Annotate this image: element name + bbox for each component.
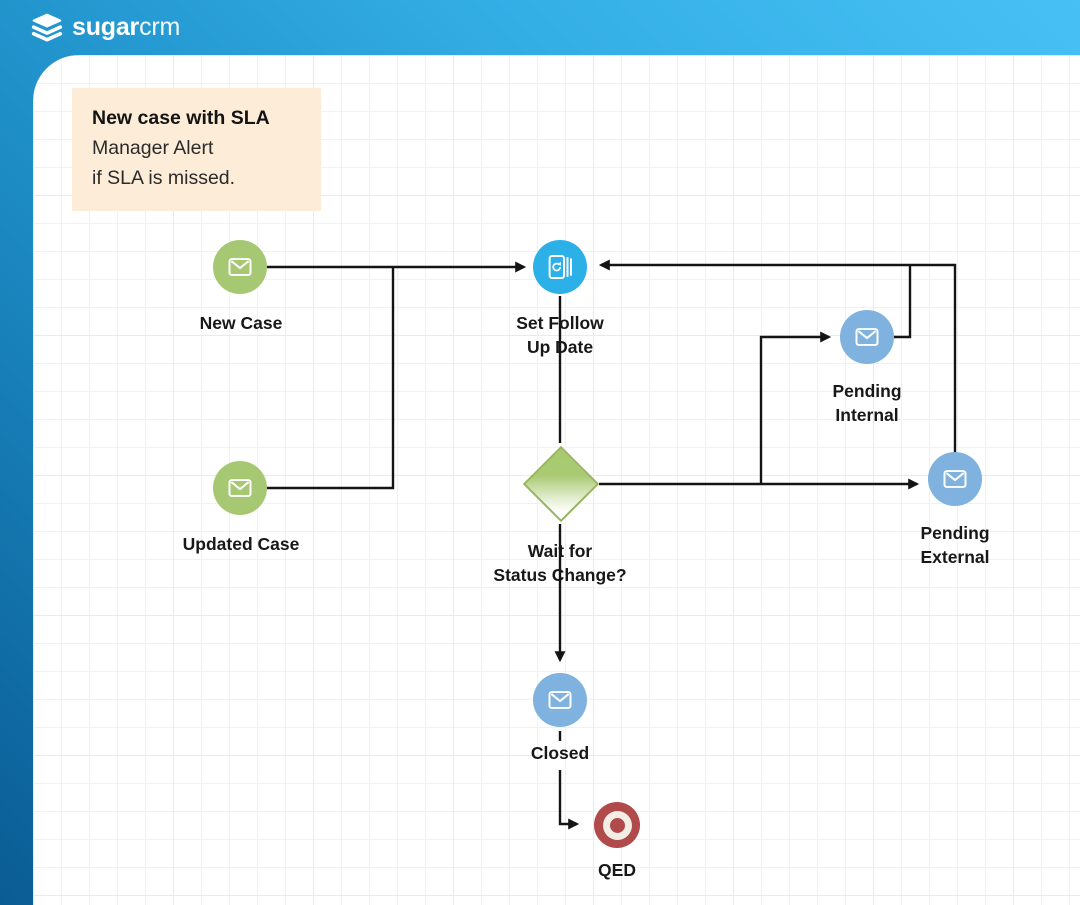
flow-connectors	[267, 259, 957, 830]
envelope-icon	[548, 691, 572, 709]
top-bar: sugarcrm	[0, 0, 1080, 55]
node-pending-internal[interactable]	[840, 310, 894, 364]
label-updated-case: Updated Case	[182, 534, 300, 554]
envelope-icon	[943, 470, 967, 488]
annotation-line3: if SLA is missed.	[92, 167, 236, 189]
connector-closed-to-qed	[558, 770, 580, 830]
node-updated-case[interactable]	[213, 461, 267, 515]
label-pending-internal: Pending Internal	[832, 381, 902, 425]
connector-pendingexternal-return-to-setfollow	[598, 259, 957, 452]
label-set-follow-up-date: Set Follow Up Date	[516, 313, 604, 357]
label-pending-external: Pending External	[920, 523, 990, 567]
diagram-canvas[interactable]: New case with SLA Manager Alert if SLA i…	[33, 55, 1080, 905]
target-icon	[602, 810, 632, 840]
connector-updatedcase-to-junction	[267, 266, 395, 490]
label-qed: QED	[598, 860, 636, 880]
connector-junction-to-pendinginternal	[759, 331, 832, 484]
label-wait-for-status-change: Wait for Status Change?	[493, 541, 627, 585]
envelope-icon	[855, 328, 879, 346]
node-pending-external[interactable]	[928, 452, 982, 506]
brand-crm: crm	[139, 13, 181, 41]
node-new-case[interactable]	[213, 240, 267, 294]
node-closed[interactable]	[533, 673, 587, 727]
diagram-stage: New case with SLA Manager Alert if SLA i…	[33, 55, 1080, 905]
annotation-title: New case with SLA	[92, 107, 270, 129]
label-new-case: New Case	[199, 313, 283, 333]
label-closed: Closed	[530, 743, 590, 763]
book-sync-icon	[548, 255, 572, 279]
sugarcrm-logo[interactable]: sugarcrm	[30, 13, 180, 43]
envelope-icon	[228, 479, 252, 497]
connector-pendinginternal-return	[894, 266, 912, 339]
layers-icon	[31, 13, 63, 41]
envelope-icon	[228, 258, 252, 276]
brand-wordmark: sugarcrm	[72, 15, 180, 40]
brand-sugar: sugar	[72, 13, 140, 41]
node-qed-end-event[interactable]	[594, 802, 640, 848]
annotation-note[interactable]: New case with SLA Manager Alert if SLA i…	[72, 88, 321, 211]
node-set-follow-up-date[interactable]	[533, 240, 587, 294]
annotation-line2: Manager Alert	[92, 137, 214, 159]
